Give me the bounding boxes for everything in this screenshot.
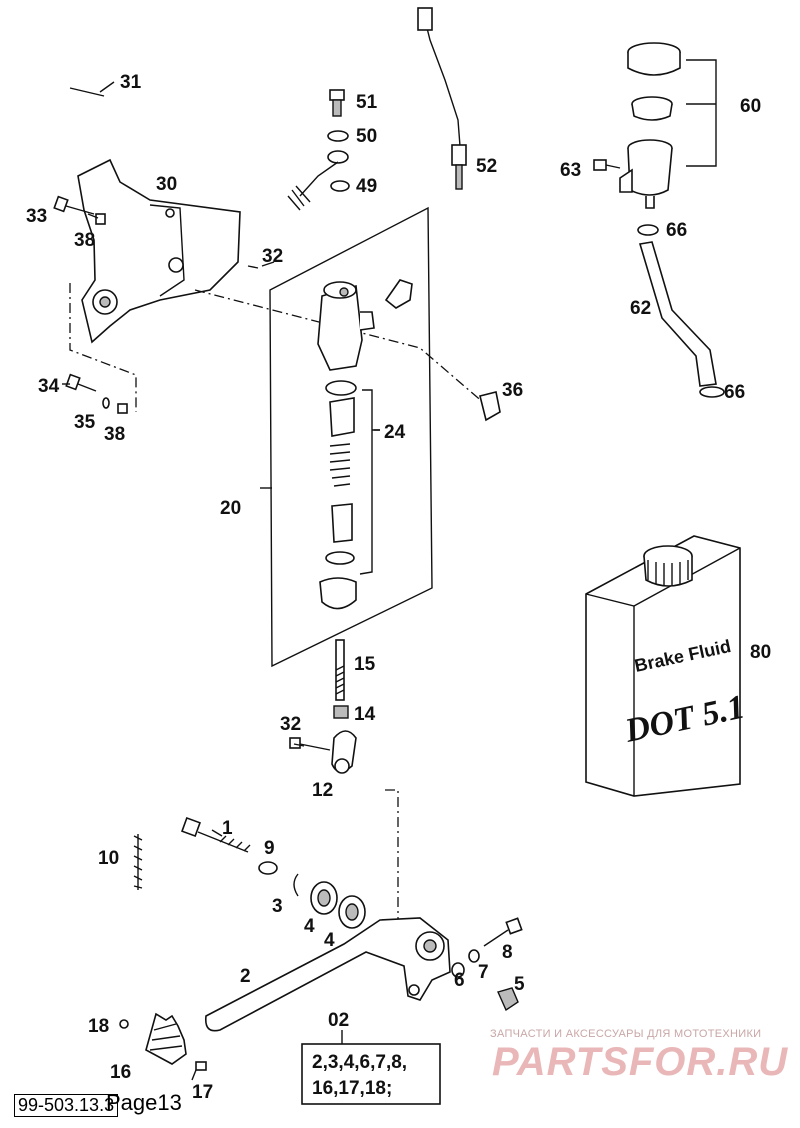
callout-4b: 4 (324, 930, 335, 951)
callout-66b: 66 (724, 382, 745, 403)
callout-15: 15 (354, 654, 376, 675)
reservoir-part (593, 42, 717, 209)
bracket-part (77, 158, 241, 344)
master-cylinder-part (317, 279, 413, 610)
callout-18: 18 (88, 1016, 109, 1037)
callout-1: 1 (222, 818, 233, 839)
callout-31: 31 (120, 72, 142, 93)
brake-fluid-bottle-part: Brake Fluid DOT 5.1 (585, 535, 748, 797)
document-id: 99-503.13.3 (14, 1094, 119, 1117)
callout-38b: 38 (104, 424, 125, 445)
callout-20: 20 (220, 498, 241, 519)
callout-32a: 32 (262, 246, 283, 267)
banjo-bolt-part (287, 89, 350, 211)
callout-3: 3 (272, 896, 283, 917)
watermark-brand: PARTSFOR.RU (492, 1040, 789, 1084)
callout-34: 34 (38, 376, 60, 397)
callout-30: 30 (156, 174, 177, 195)
callout-38a: 38 (74, 230, 95, 251)
cable-tie-part (69, 86, 140, 130)
kit-contents-line1: 2,3,4,6,7,8, (312, 1052, 407, 1073)
callout-49: 49 (356, 176, 377, 197)
screw-34-part (65, 373, 128, 414)
callout-66a: 66 (666, 220, 687, 241)
brake-light-switch-part (417, 7, 467, 190)
foot-lever-bolt-part (133, 817, 366, 929)
kit-contents-box: 2,3,4,6,7,8, 16,17,18; (301, 1043, 441, 1105)
callout-9: 9 (264, 838, 275, 859)
callout-60: 60 (740, 96, 761, 117)
callout-10: 10 (98, 848, 119, 869)
callout-24: 24 (384, 422, 406, 443)
hose-part (637, 224, 725, 398)
callout-63: 63 (560, 160, 581, 181)
callout-17: 17 (192, 1082, 213, 1103)
callout-51: 51 (356, 92, 378, 113)
callout-5: 5 (514, 974, 525, 995)
callout-80: 80 (750, 642, 771, 663)
page-number: Page13 (106, 1090, 182, 1115)
callout-50: 50 (356, 126, 377, 147)
step-plate-part (119, 1012, 207, 1081)
callout-14: 14 (354, 704, 376, 725)
grommet-part (479, 391, 501, 422)
lever-screw-part (451, 917, 523, 1012)
callout-52: 52 (476, 156, 497, 177)
callout-36: 36 (502, 380, 523, 401)
foot-brake-lever-part (204, 917, 451, 1032)
screw-33-part (53, 195, 106, 225)
push-rod-part (289, 639, 357, 774)
callout-32b: 32 (280, 714, 301, 735)
callout-16: 16 (110, 1062, 131, 1083)
callout-2: 2 (240, 966, 251, 987)
callout-4a: 4 (304, 916, 315, 937)
callout-7: 7 (478, 962, 489, 983)
callout-62: 62 (630, 298, 651, 319)
watermark-tagline: ЗАПЧАСТИ И АКСЕССУАРЫ ДЛЯ МОТОТЕХНИКИ (490, 1028, 762, 1040)
callout-35: 35 (74, 412, 96, 433)
callout-12: 12 (312, 780, 333, 801)
callout-6: 6 (454, 970, 465, 991)
callout-02: 02 (328, 1010, 349, 1031)
kit-contents-line2: 16,17,18; (312, 1078, 392, 1099)
callout-8: 8 (502, 942, 513, 963)
callout-33: 33 (26, 206, 47, 227)
